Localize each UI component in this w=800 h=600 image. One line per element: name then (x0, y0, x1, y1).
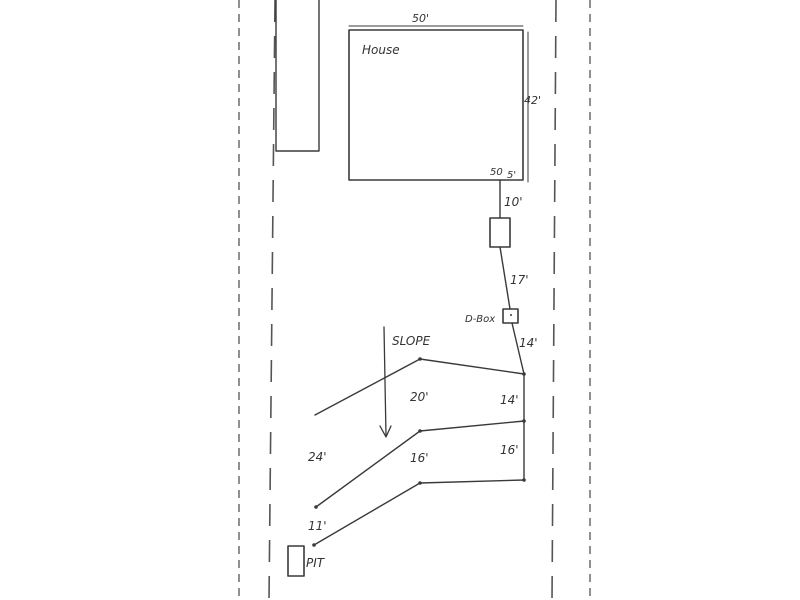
house-width-label: 50' (412, 12, 429, 25)
pit-label: PIT (306, 556, 326, 570)
drain-line-2-label-left: 24' (308, 450, 327, 464)
drain-line-1 (314, 358, 525, 416)
slope-label: SLOPE (392, 334, 431, 348)
drain-node (522, 372, 526, 376)
dbox-label: D-Box (465, 314, 495, 325)
tank-to-dbox-line (499, 246, 511, 310)
drain-node (522, 478, 526, 482)
drain-line-1-label-a: 20' (410, 390, 429, 404)
drain-line-3 (313, 420, 525, 546)
drain-line-2-label-a: 16' (410, 451, 429, 465)
tank-to-dbox-label: 17' (510, 273, 529, 287)
house-label: House (362, 43, 400, 57)
drain-line-1-label-b: 14' (500, 393, 519, 407)
drain-node (418, 481, 422, 485)
pit-box (287, 545, 305, 577)
house-outline (348, 29, 524, 181)
septic-tank (489, 217, 511, 248)
setback-line-right (551, 0, 557, 600)
slope-arrow-head (379, 425, 392, 438)
drain-node (522, 419, 526, 423)
slope-arrow-shaft (383, 326, 387, 437)
drain-node (312, 543, 316, 547)
distribution-box (502, 308, 519, 324)
dbox-dot (510, 314, 512, 316)
drain-node (314, 505, 318, 509)
sewer-line-label: 10' (504, 195, 523, 209)
house-depth-label: 42' (524, 94, 541, 107)
house-corner-label-b: 5' (507, 170, 516, 181)
driveway-outline (275, 0, 320, 152)
drain-node (418, 429, 422, 433)
drain-node (418, 357, 422, 361)
dbox-to-field-line (511, 322, 525, 375)
drain-line-2 (315, 373, 525, 508)
drain-line-3-label-left: 11' (308, 519, 327, 533)
dbox-to-field-label: 14' (519, 336, 538, 350)
setback-line-left (268, 0, 276, 600)
house-corner-label-a: 50 (490, 167, 503, 178)
drain-line-2-label-b: 16' (500, 443, 519, 457)
